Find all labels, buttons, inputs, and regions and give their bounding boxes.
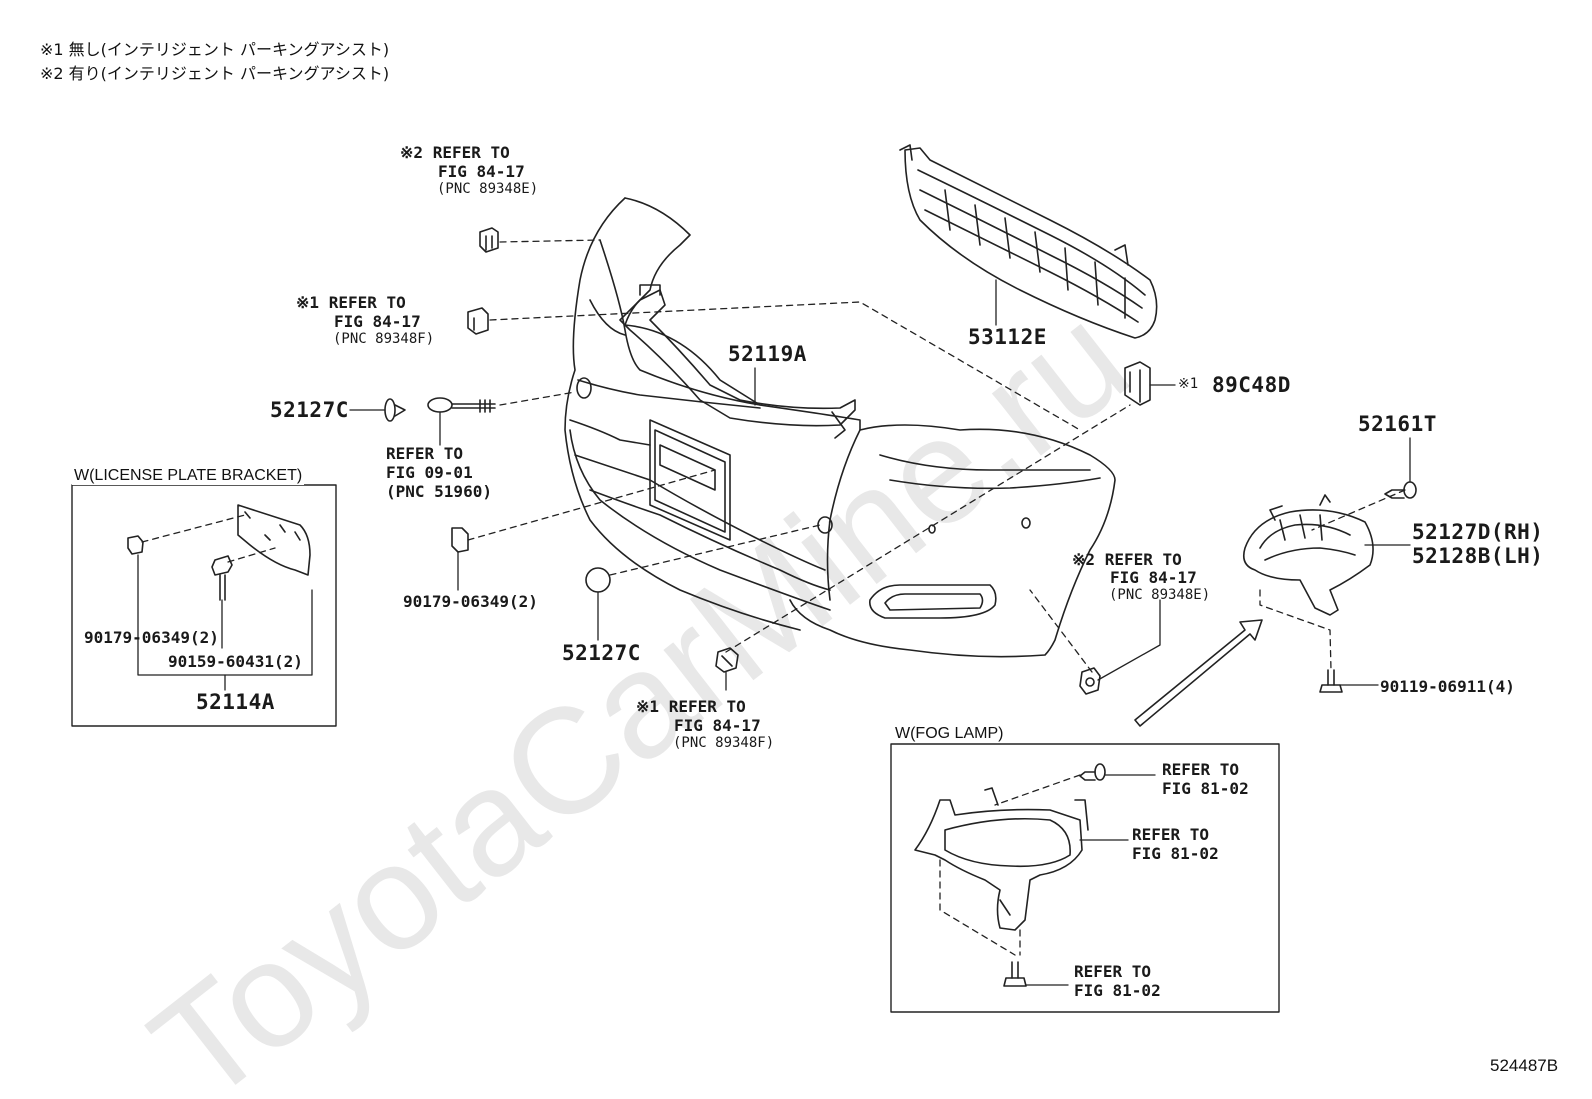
- assembly-lines: [467, 239, 1406, 673]
- fog-box-title: W(FOG LAMP): [893, 725, 1006, 743]
- ref-top-fig[interactable]: FIG 84-17: [438, 162, 525, 181]
- part-89C48D[interactable]: 89C48D: [1212, 373, 1291, 397]
- license-plate-bracket[interactable]: [237, 504, 311, 576]
- fog-lamp-box: [890, 743, 1280, 1013]
- ref-left-mark: ※1: [296, 293, 320, 312]
- ref-mid[interactable]: ※2 REFER TO: [1072, 550, 1182, 569]
- clip-left[interactable]: [467, 307, 489, 335]
- part-52128B[interactable]: 52128B(LH): [1412, 544, 1544, 568]
- fog-ref-3-fig[interactable]: FIG 81-02: [1074, 981, 1161, 1000]
- ref-mid-mark: ※2: [1072, 550, 1096, 569]
- part-52127C-lower[interactable]: 52127C: [562, 641, 641, 665]
- part-90119[interactable]: 90119-06911(4): [1380, 677, 1515, 696]
- ref-bottom-mark: ※1: [636, 697, 660, 716]
- upper-retainer-52119A[interactable]: [619, 284, 856, 439]
- license-plate-bracket-box: [71, 484, 337, 727]
- ref-top-mark: ※2: [400, 143, 424, 162]
- ref-bottom-fig[interactable]: FIG 84-17: [674, 716, 761, 735]
- license-leader-lines: [137, 554, 313, 691]
- clip-top[interactable]: [479, 227, 499, 253]
- bumper-cover[interactable]: [564, 197, 1116, 658]
- towing-eye[interactable]: [427, 397, 496, 413]
- grille-53112E[interactable]: [899, 144, 1158, 339]
- ref-top[interactable]: ※2 REFER TO: [400, 143, 510, 162]
- side-grille-cover[interactable]: [1242, 494, 1374, 616]
- ref-mid-pnc: (PNC 89348E): [1109, 587, 1211, 603]
- fog-assembly-lines: [939, 774, 1081, 956]
- part-90179[interactable]: 90179-06349(2): [403, 592, 538, 611]
- fog-screw[interactable]: [1079, 763, 1106, 781]
- part-52119A[interactable]: 52119A: [728, 342, 807, 366]
- fog-lamp-assembly[interactable]: [914, 787, 1089, 931]
- ref-left-pnc: (PNC 89348F): [333, 331, 435, 347]
- direction-arrow: [1134, 619, 1263, 727]
- clip-90179[interactable]: [451, 527, 469, 553]
- license-part-52114A[interactable]: 52114A: [196, 690, 275, 714]
- part-53112E[interactable]: 53112E: [968, 325, 1047, 349]
- fog-ref-2-fig[interactable]: FIG 81-02: [1132, 844, 1219, 863]
- leader-lines: [349, 279, 1411, 691]
- ref-mid-line1: REFER TO: [1104, 550, 1182, 569]
- part-89C48D-mark: ※1: [1178, 376, 1199, 392]
- license-assembly-lines: [141, 514, 276, 563]
- bolt-90119[interactable]: [1319, 669, 1343, 693]
- ref-tow-fig[interactable]: FIG 09-01: [386, 463, 473, 482]
- ref-tow-pnc: (PNC 51960): [386, 482, 492, 501]
- fog-ref-1-fig[interactable]: FIG 81-02: [1162, 779, 1249, 798]
- ref-bottom-line1: REFER TO: [668, 697, 746, 716]
- license-clip[interactable]: [127, 535, 144, 555]
- license-part-90159[interactable]: 90159-60431(2): [168, 652, 303, 671]
- fog-leader-lines: [1025, 774, 1156, 986]
- note-1: ※1 無し(インテリジェント パーキングアシスト): [40, 40, 390, 59]
- license-part-90179[interactable]: 90179-06349(2): [84, 628, 219, 647]
- ref-top-pnc: (PNC 89348E): [437, 181, 539, 197]
- clip-mid[interactable]: [1079, 667, 1101, 695]
- fog-ref-2[interactable]: REFER TO: [1132, 825, 1210, 844]
- ref-mid-fig[interactable]: FIG 84-17: [1110, 568, 1197, 587]
- screw-52161T[interactable]: [1384, 481, 1417, 499]
- ref-left-fig[interactable]: FIG 84-17: [334, 312, 421, 331]
- ref-left[interactable]: ※1 REFER TO: [296, 293, 406, 312]
- cap-52127C-upper[interactable]: [384, 398, 406, 422]
- fog-ref-1[interactable]: REFER TO: [1162, 760, 1240, 779]
- license-bolt[interactable]: [211, 555, 233, 601]
- ref-bottom[interactable]: ※1 REFER TO: [636, 697, 746, 716]
- part-52127C-upper[interactable]: 52127C: [270, 398, 349, 422]
- part-52161T[interactable]: 52161T: [1358, 412, 1437, 436]
- clip-bottom[interactable]: [715, 647, 739, 673]
- sensor-retainer-89C48D[interactable]: [1124, 361, 1151, 406]
- part-52127D[interactable]: 52127D(RH): [1412, 520, 1544, 544]
- ref-left-line1: REFER TO: [328, 293, 406, 312]
- note-2: ※2 有り(インテリジェント パーキングアシスト): [40, 64, 390, 83]
- ref-top-line1: REFER TO: [432, 143, 510, 162]
- ref-tow[interactable]: REFER TO: [386, 444, 464, 463]
- fog-ref-3[interactable]: REFER TO: [1074, 962, 1152, 981]
- fog-bolt[interactable]: [1003, 961, 1027, 987]
- cap-52127C-lower[interactable]: [585, 567, 611, 593]
- ref-bottom-pnc: (PNC 89348F): [673, 735, 775, 751]
- license-box-title: W(LICENSE PLATE BRACKET): [72, 467, 305, 485]
- drawing-number: 524487B: [1490, 1056, 1559, 1075]
